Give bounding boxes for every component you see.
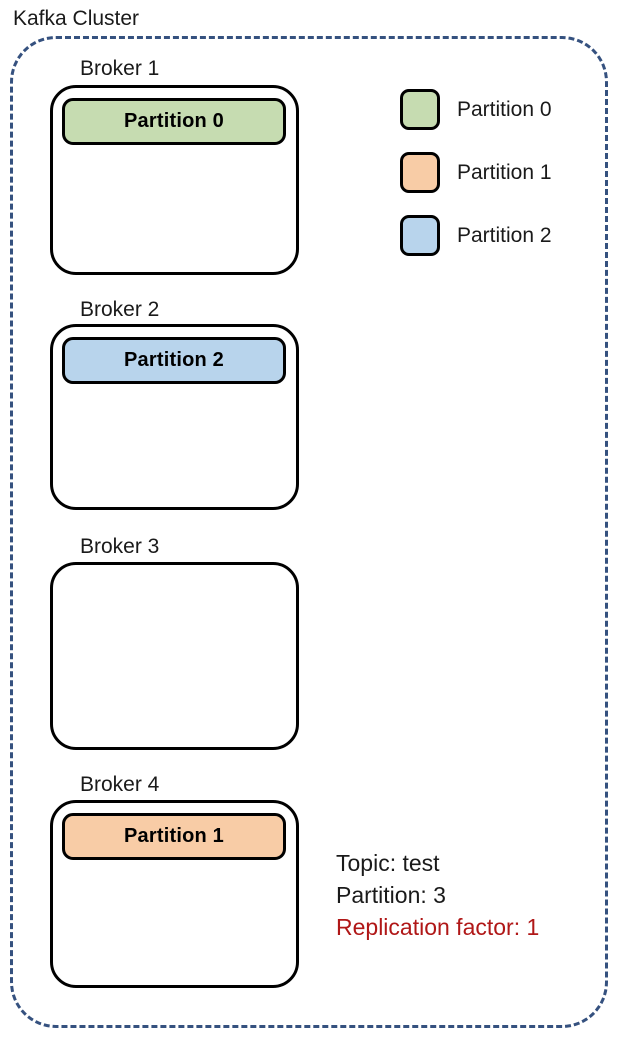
partition-chip-label: Partition 1 [124,825,224,847]
legend-item-partition-0: Partition 0 [400,89,552,130]
partition-count-line: Partition: 3 [336,882,446,908]
partition-chip-label: Partition 0 [124,110,224,132]
legend-swatch-partition-0 [400,89,440,130]
legend-label-partition-2: Partition 2 [457,223,552,247]
legend-label-partition-1: Partition 1 [457,160,552,184]
topic-name-line: Topic: test [336,850,440,876]
partition-legend: Partition 0 Partition 1 Partition 2 [400,89,552,278]
partition-chip-broker-4: Partition 1 [62,813,286,860]
legend-item-partition-1: Partition 1 [400,152,552,193]
broker-box-3 [50,562,299,750]
partition-chip-broker-1: Partition 0 [62,98,286,145]
broker-label-3: Broker 3 [80,535,160,558]
partition-chip-broker-2: Partition 2 [62,337,286,384]
partition-chip-label: Partition 2 [124,349,224,371]
cluster-title: Kafka Cluster [13,7,140,30]
replication-factor-line: Replication factor: 1 [336,914,540,940]
legend-swatch-partition-2 [400,215,440,256]
broker-label-2: Broker 2 [80,298,160,321]
kafka-cluster-boundary [10,36,608,1028]
legend-swatch-partition-1 [400,152,440,193]
legend-item-partition-2: Partition 2 [400,215,552,256]
legend-label-partition-0: Partition 0 [457,97,552,121]
broker-label-1: Broker 1 [80,57,160,80]
broker-label-4: Broker 4 [80,773,160,796]
topic-info-block: Topic: test Partition: 3 Replication fac… [336,847,539,943]
